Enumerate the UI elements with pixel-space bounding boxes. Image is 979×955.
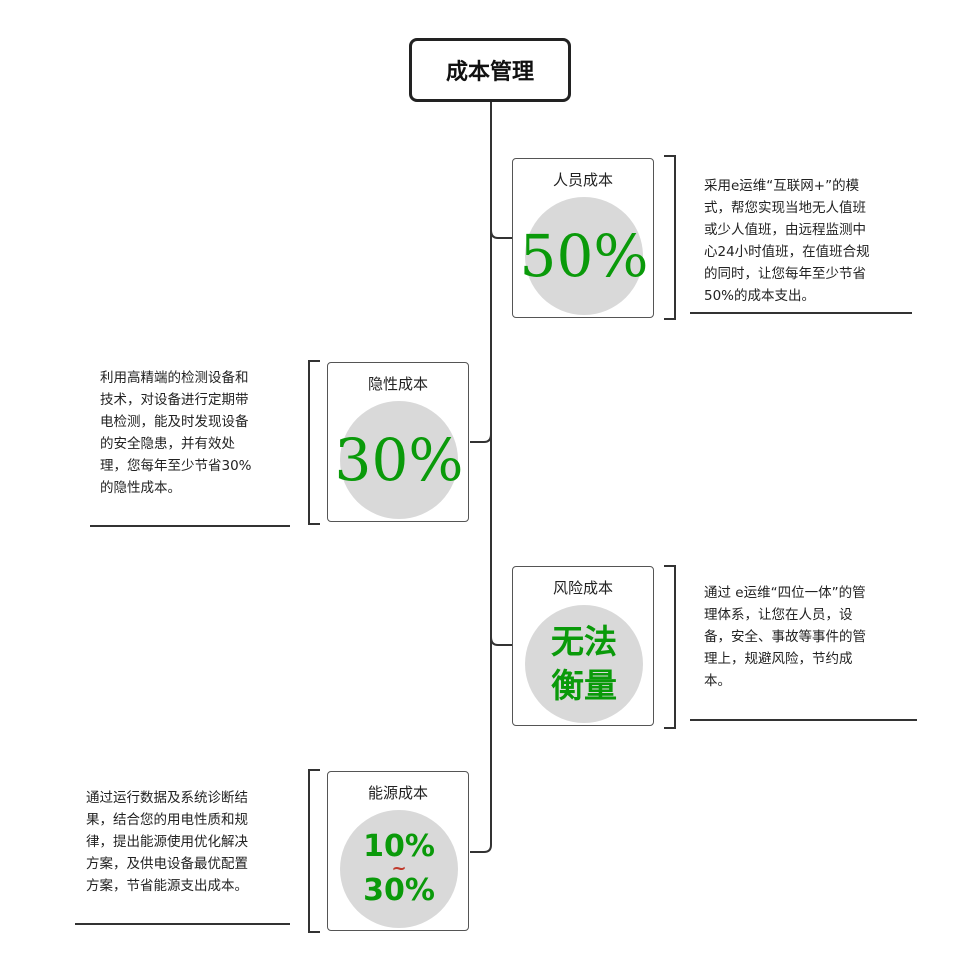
description-energy: 通过运行数据及系统诊断结 果，结合您的用电性质和规 律，提出能源使用优化解决 方… <box>86 790 248 894</box>
value-text: 无法 衡量 <box>551 620 617 708</box>
trunk-line <box>470 102 492 853</box>
value-text: 10% ~ 30% <box>363 831 435 907</box>
value-circle: 30% <box>335 401 463 519</box>
branch-risk <box>490 636 512 646</box>
card-energy-cost: 能源成本 10% ~ 30% <box>327 771 469 931</box>
root-label: 成本管理 <box>445 60 534 85</box>
value-to: 30% <box>363 873 435 908</box>
bracket-hidden <box>308 360 320 525</box>
description-personnel: 采用e运维“互联网+”的模 式，帮您实现当地无人值班 或少人值班，由远程监测中 … <box>704 178 870 304</box>
value-from: 10% <box>363 829 435 864</box>
card-title: 能源成本 <box>367 784 428 802</box>
branch-personnel <box>490 229 512 239</box>
card-risk-cost: 风险成本 无法 衡量 <box>512 566 654 726</box>
value-line-2: 衡量 <box>551 666 617 705</box>
root-node: 成本管理 <box>409 38 571 102</box>
bracket-risk <box>664 565 676 729</box>
value-text: 50% <box>519 222 649 290</box>
card-title: 人员成本 <box>552 171 613 189</box>
value-line-1: 无法 <box>551 622 617 661</box>
card-personnel-cost: 人员成本 50% <box>512 158 654 318</box>
value-circle: 50% <box>520 197 648 315</box>
description-risk: 通过 e运维“四位一体”的管 理体系，让您在人员，设 备，安全、事故等事件的管 … <box>704 585 866 689</box>
value-separator: ~ <box>391 858 407 879</box>
card-hidden-cost: 隐性成本 30% <box>327 362 469 522</box>
value-circle: 10% ~ 30% <box>340 810 458 928</box>
description-hidden: 利用高精端的检测设备和 技术，对设备进行定期带 电检测，能及时发现设备 的安全隐… <box>100 370 252 496</box>
bracket-personnel <box>664 155 676 320</box>
value-text: 30% <box>334 426 464 494</box>
branch-hidden <box>470 433 492 443</box>
card-title: 风险成本 <box>552 579 613 597</box>
bracket-energy <box>308 769 320 933</box>
value-circle: 无法 衡量 <box>525 605 643 723</box>
card-title: 隐性成本 <box>367 375 428 393</box>
